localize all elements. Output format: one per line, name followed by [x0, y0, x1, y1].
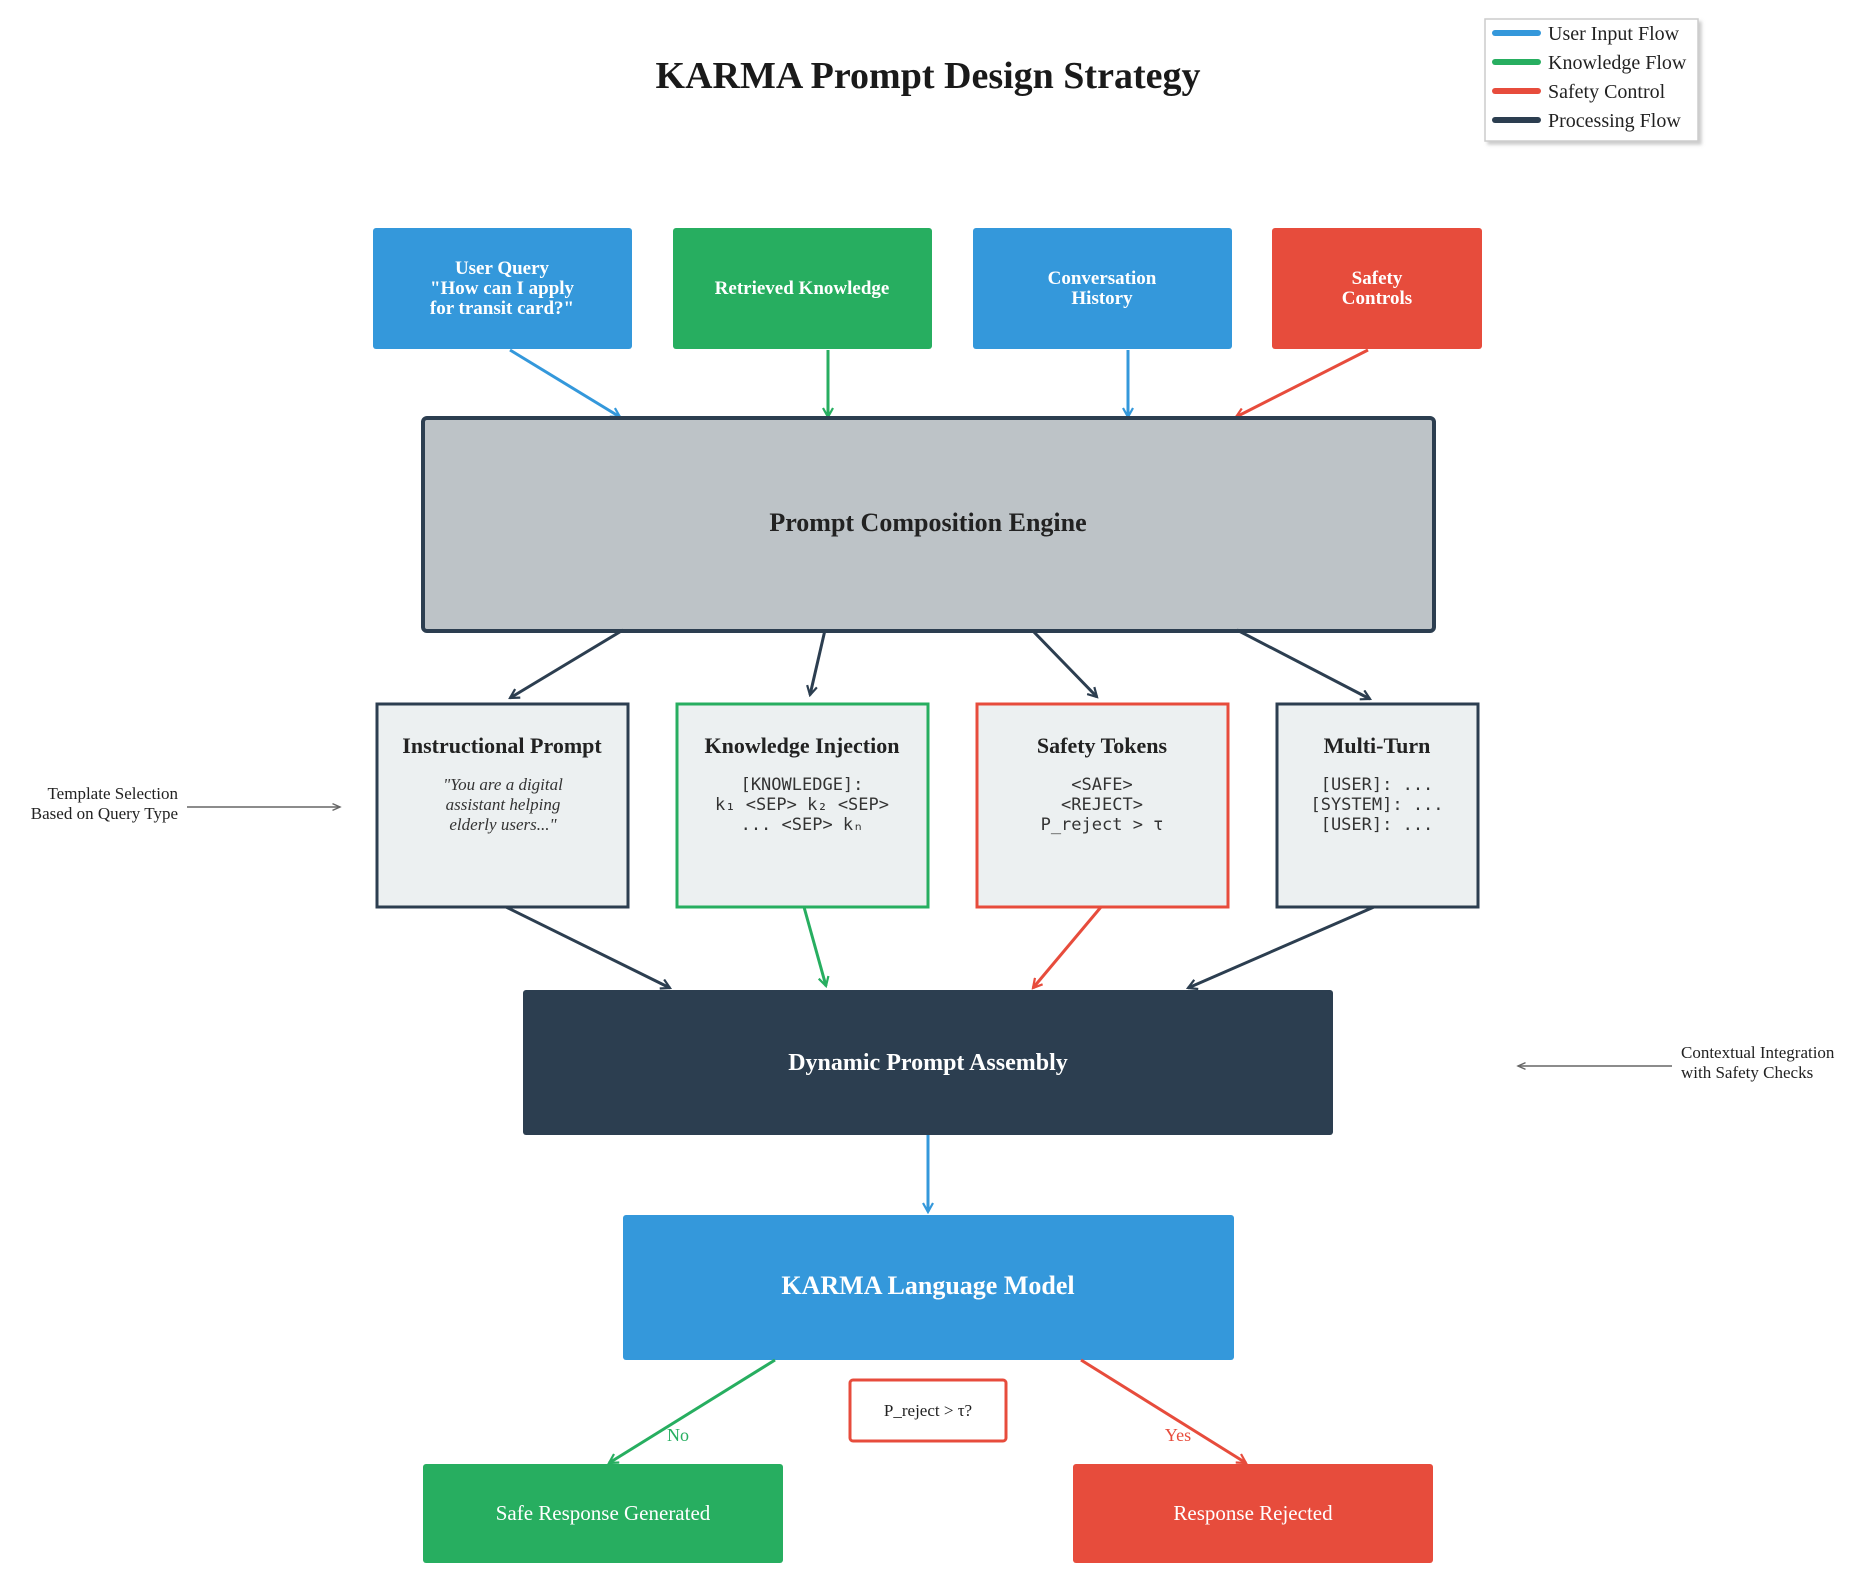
input-user-query: User Query "How can I apply for transit … [373, 228, 632, 349]
component-multi-turn: Multi-Turn [USER]: ... [SYSTEM]: ... [US… [1275, 702, 1480, 909]
safety-controls-line-1: Safety [1352, 268, 1403, 289]
knowledge-injection-line-1: [KNOWLEDGE]: [741, 775, 864, 795]
conversation-history-line-1: Conversation [1048, 268, 1157, 289]
instructional-line-1: "You are a digital [443, 775, 563, 794]
component-knowledge-injection: Knowledge Injection [KNOWLEDGE]: k₁ <SEP… [675, 702, 930, 909]
safety-tokens-line-3: P_reject > τ [1041, 815, 1164, 835]
no-label: No [667, 1425, 689, 1445]
arrow-engine-to-multiturn [1236, 628, 1370, 699]
contextual-note-line-1: Contextual Integration [1681, 1043, 1835, 1062]
note-template-selection: Template Selection Based on Query Type [31, 784, 342, 823]
legend: User Input Flow Knowledge Flow Safety Co… [1484, 18, 1699, 142]
contextual-note-line-2: with Safety Checks [1681, 1063, 1813, 1082]
knowledge-injection-line-2: k₁ <SEP> k₂ <SEP> [715, 795, 889, 815]
arrow-engine-to-instructional [510, 628, 624, 700]
user-query-line-2: for transit card?" [430, 298, 574, 319]
multi-turn-line-1: [USER]: ... [1321, 775, 1434, 795]
arrow-instructional-to-assembly [505, 905, 670, 988]
arrow-safety-to-engine [1236, 348, 1369, 417]
arrow-model-to-rejected [1080, 1358, 1246, 1465]
safety-tokens-title: Safety Tokens [1037, 733, 1168, 758]
arrow-engine-to-safety [1030, 628, 1097, 697]
conversation-history-line-2: History [1071, 288, 1133, 309]
multi-turn-title: Multi-Turn [1324, 733, 1431, 758]
safety-tokens-line-2: <REJECT> [1061, 795, 1143, 815]
safe-response-label: Safe Response Generated [496, 1501, 711, 1525]
rejected-response-label: Response Rejected [1173, 1501, 1333, 1525]
decision-box: P_reject > τ? [848, 1378, 1008, 1443]
instructional-line-3: elderly users..." [449, 815, 557, 834]
assembly-label: Dynamic Prompt Assembly [788, 1050, 1068, 1076]
component-safety-tokens: Safety Tokens <SAFE> <REJECT> P_reject >… [975, 702, 1230, 909]
input-conversation-history: Conversation History [973, 228, 1232, 349]
safety-tokens-line-1: <SAFE> [1071, 775, 1132, 795]
decision-label: P_reject > τ? [884, 1401, 972, 1420]
knowledge-injection-title: Knowledge Injection [705, 733, 900, 758]
retrieved-knowledge-label: Retrieved Knowledge [715, 278, 890, 299]
yes-label: Yes [1165, 1425, 1191, 1445]
user-query-line-1: "How can I apply [430, 278, 575, 299]
arrow-safety-to-assembly [1033, 906, 1103, 988]
arrow-multiturn-to-assembly [1188, 905, 1375, 988]
user-query-title: User Query [455, 258, 550, 279]
outcome-response-rejected: Response Rejected [1073, 1464, 1433, 1563]
instructional-line-2: assistant helping [446, 795, 561, 814]
legend-label-processing: Processing Flow [1548, 110, 1681, 132]
note-contextual-integration: Contextual Integration with Safety Check… [1516, 1043, 1835, 1082]
knowledge-injection-line-3: ... <SEP> kₙ [741, 815, 864, 835]
instructional-title: Instructional Prompt [402, 733, 602, 758]
template-note-line-2: Based on Query Type [31, 804, 178, 823]
legend-label-knowledge: Knowledge Flow [1548, 52, 1687, 74]
legend-label-safety: Safety Control [1548, 81, 1666, 103]
prompt-composition-engine: Prompt Composition Engine [421, 416, 1436, 633]
legend-label-user-input: User Input Flow [1548, 23, 1680, 45]
multi-turn-line-3: [USER]: ... [1321, 815, 1434, 835]
arrow-model-to-safe [609, 1358, 776, 1465]
component-instructional-prompt: Instructional Prompt "You are a digital … [375, 702, 630, 909]
arrow-engine-to-knowledge [810, 629, 827, 695]
safety-controls-line-2: Controls [1342, 288, 1412, 309]
arrow-knowledge-to-assembly [802, 906, 826, 986]
template-note-line-1: Template Selection [47, 784, 178, 803]
engine-label: Prompt Composition Engine [769, 508, 1086, 537]
multi-turn-line-2: [SYSTEM]: ... [1310, 795, 1443, 815]
outcome-safe-response: Safe Response Generated [423, 1464, 783, 1563]
arrow-query-to-engine [509, 348, 620, 419]
page-title: KARMA Prompt Design Strategy [656, 55, 1201, 97]
karma-language-model: KARMA Language Model [623, 1215, 1234, 1360]
input-retrieved-knowledge: Retrieved Knowledge [673, 228, 932, 349]
dynamic-prompt-assembly: Dynamic Prompt Assembly [523, 990, 1333, 1135]
model-label: KARMA Language Model [781, 1271, 1074, 1300]
input-safety-controls: Safety Controls [1272, 228, 1482, 349]
